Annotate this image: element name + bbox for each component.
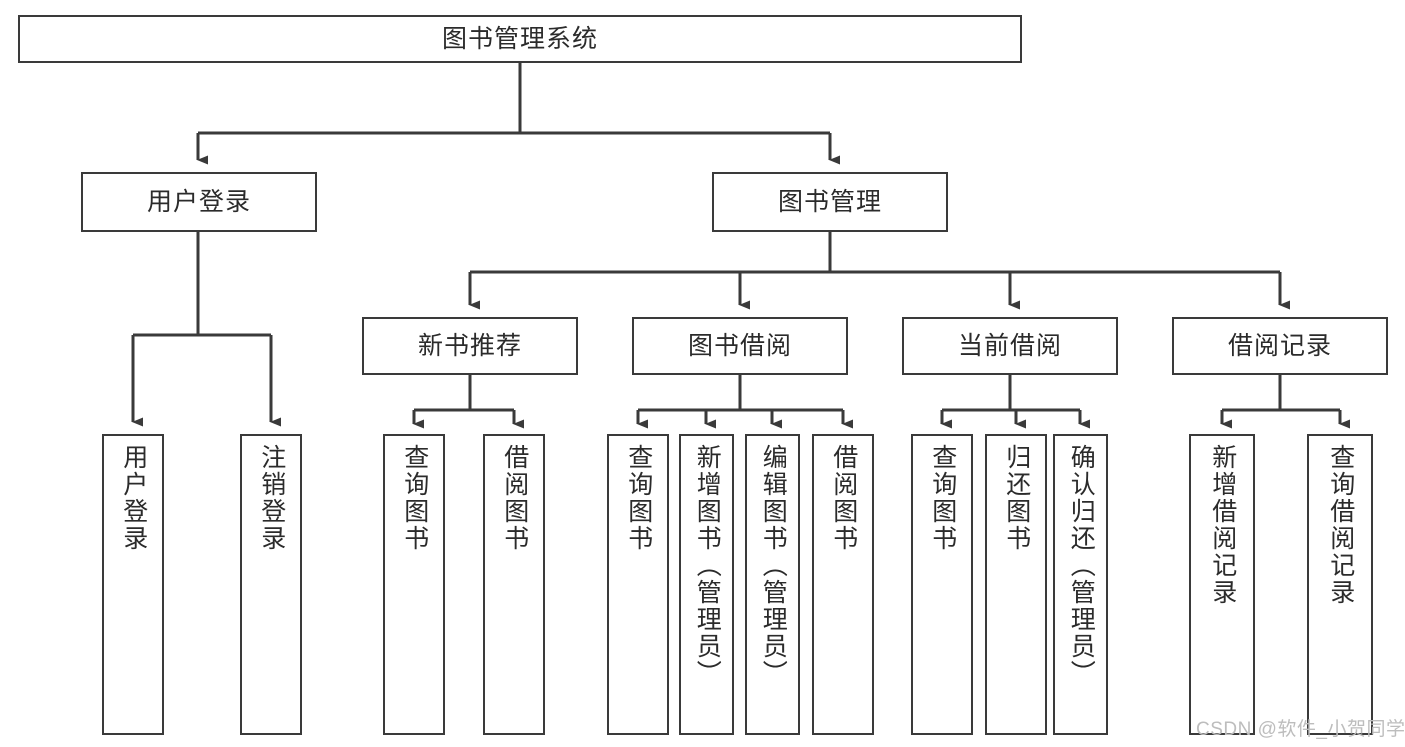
node-leaf-query-book-1[interactable]: 查询图书 — [383, 434, 445, 735]
node-leaf-logout-label: 注销登录 — [257, 444, 286, 552]
node-leaf-query-book-2[interactable]: 查询图书 — [607, 434, 669, 735]
node-user-login-label: 用户登录 — [146, 188, 251, 216]
node-leaf-confirm-return[interactable]: 确认归还（管理员） — [1053, 434, 1108, 735]
node-leaf-borrow-book-2-label: 借阅图书 — [829, 444, 858, 552]
node-user-login[interactable]: 用户登录 — [81, 172, 317, 232]
node-leaf-add-record-label: 新增借阅记录 — [1208, 444, 1237, 606]
node-book-manage[interactable]: 图书管理 — [712, 172, 948, 232]
node-leaf-query-book-1-label: 查询图书 — [400, 444, 429, 552]
node-new-book-recommend[interactable]: 新书推荐 — [362, 317, 578, 375]
node-leaf-query-book-2-label: 查询图书 — [624, 444, 653, 552]
node-leaf-borrow-book-1[interactable]: 借阅图书 — [483, 434, 545, 735]
node-book-borrow-label: 图书借阅 — [687, 332, 792, 360]
csdn-watermark: CSDN @软件_小贺同学 — [1196, 719, 1405, 740]
node-leaf-return-book-label: 归还图书 — [1002, 444, 1031, 552]
node-new-book-recommend-label: 新书推荐 — [417, 332, 522, 360]
node-leaf-add-book-label: 新增图书（管理员） — [693, 444, 722, 687]
node-leaf-add-book[interactable]: 新增图书（管理员） — [679, 434, 734, 735]
node-leaf-query-book-3[interactable]: 查询图书 — [911, 434, 973, 735]
node-current-borrow[interactable]: 当前借阅 — [902, 317, 1118, 375]
node-leaf-query-record[interactable]: 查询借阅记录 — [1307, 434, 1373, 735]
node-book-manage-label: 图书管理 — [777, 188, 882, 216]
node-book-borrow[interactable]: 图书借阅 — [632, 317, 848, 375]
node-borrow-record-label: 借阅记录 — [1227, 332, 1332, 360]
node-leaf-borrow-book-1-label: 借阅图书 — [500, 444, 529, 552]
node-leaf-confirm-return-label: 确认归还（管理员） — [1067, 444, 1096, 687]
node-leaf-user-login[interactable]: 用户登录 — [102, 434, 164, 735]
node-leaf-edit-book[interactable]: 编辑图书（管理员） — [745, 434, 800, 735]
node-leaf-borrow-book-2[interactable]: 借阅图书 — [812, 434, 874, 735]
node-current-borrow-label: 当前借阅 — [957, 332, 1062, 360]
node-borrow-record[interactable]: 借阅记录 — [1172, 317, 1388, 375]
node-leaf-query-book-3-label: 查询图书 — [928, 444, 957, 552]
node-leaf-add-record[interactable]: 新增借阅记录 — [1189, 434, 1255, 735]
node-root-label: 图书管理系统 — [441, 25, 598, 53]
node-leaf-logout[interactable]: 注销登录 — [240, 434, 302, 735]
node-leaf-query-record-label: 查询借阅记录 — [1326, 444, 1355, 606]
node-leaf-edit-book-label: 编辑图书（管理员） — [759, 444, 788, 687]
node-leaf-return-book[interactable]: 归还图书 — [985, 434, 1047, 735]
node-root[interactable]: 图书管理系统 — [18, 15, 1022, 63]
node-leaf-user-login-label: 用户登录 — [119, 444, 148, 552]
